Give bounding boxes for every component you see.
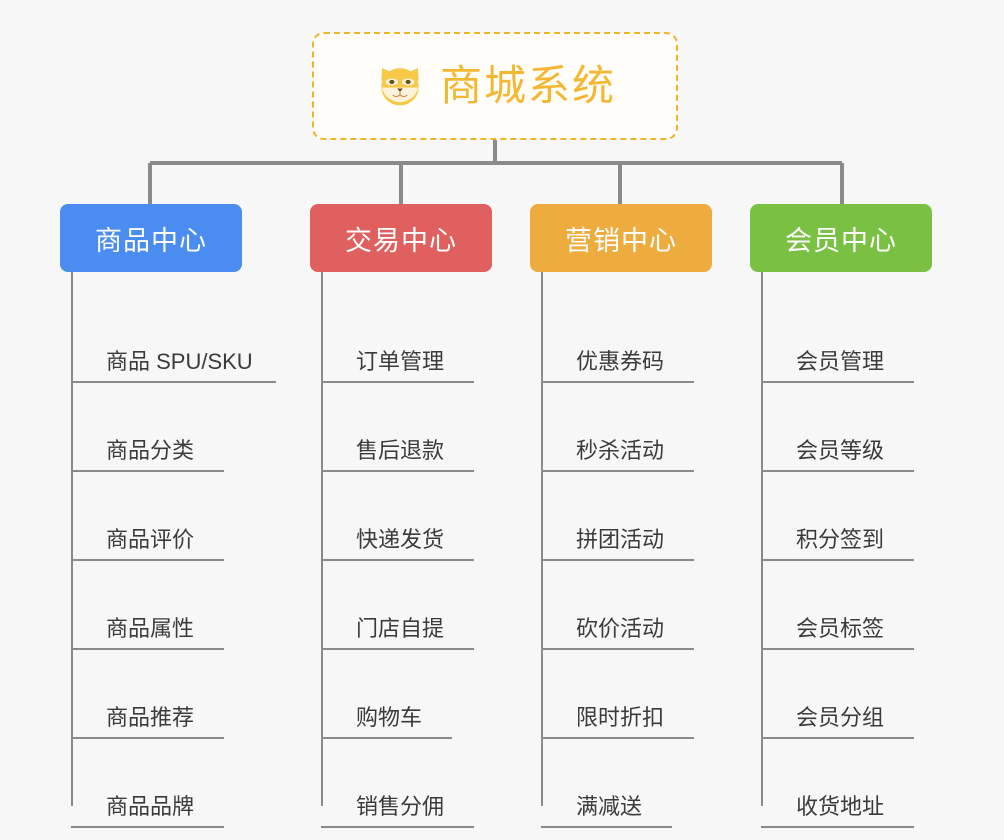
- leaf-underline: [541, 559, 694, 561]
- leaf-item[interactable]: 拼团活动: [530, 472, 745, 561]
- branch-header-label: 商品中心: [95, 225, 207, 256]
- leaf-underline: [71, 737, 224, 739]
- leaf-underline: [71, 559, 224, 561]
- leaf-item-label: 会员标签: [796, 616, 885, 641]
- leaf-underline: [321, 381, 474, 383]
- leaf-item-label: 限时折扣: [576, 705, 665, 730]
- branch-header-product-center[interactable]: 商品中心: [60, 204, 242, 272]
- branch-header-marketing-center[interactable]: 营销中心: [530, 204, 712, 272]
- leaf-item-label: 商品推荐: [106, 705, 195, 730]
- leaf-item[interactable]: 会员等级: [750, 383, 965, 472]
- leaf-item[interactable]: 满减送: [530, 739, 745, 828]
- leaf-underline: [321, 648, 474, 650]
- leaf-underline: [761, 470, 914, 472]
- leaf-item[interactable]: 秒杀活动: [530, 383, 745, 472]
- leaf-underline: [71, 648, 224, 650]
- leaf-item[interactable]: 会员标签: [750, 561, 965, 650]
- root-node-title: 商城系统: [439, 62, 616, 109]
- leaf-spine: [761, 272, 763, 806]
- leaf-item[interactable]: 门店自提: [310, 561, 540, 650]
- leaf-item[interactable]: 商品评价: [60, 472, 290, 561]
- leaf-item-label: 满减送: [576, 794, 643, 819]
- leaf-item-label: 商品 SPU/SKU: [106, 349, 253, 374]
- leaf-item-label: 售后退款: [356, 438, 445, 463]
- branch-column-product-center: 商品中心 商品 SPU/SKU 商品分类 商品评价 商品属性 商品推荐: [60, 204, 290, 828]
- leaf-item-label: 收货地址: [796, 794, 885, 819]
- leaf-underline: [541, 826, 672, 828]
- leaf-list-product-center: 商品 SPU/SKU 商品分类 商品评价 商品属性 商品推荐 商品品牌: [60, 272, 290, 828]
- branch-header-label: 会员中心: [785, 225, 897, 256]
- leaf-spine: [541, 272, 543, 806]
- leaf-item[interactable]: 购物车: [310, 650, 540, 739]
- leaf-item[interactable]: 销售分佣: [310, 739, 540, 828]
- shiba-dog-icon: [381, 68, 419, 106]
- leaf-item-label: 商品评价: [106, 527, 195, 552]
- leaf-item[interactable]: 快递发货: [310, 472, 540, 561]
- leaf-underline: [321, 826, 474, 828]
- leaf-item[interactable]: 商品属性: [60, 561, 290, 650]
- leaf-underline: [761, 559, 914, 561]
- leaf-underline: [761, 648, 914, 650]
- leaf-underline: [761, 826, 914, 828]
- leaf-underline: [761, 381, 914, 383]
- leaf-item-label: 积分签到: [796, 527, 885, 552]
- leaf-spine: [321, 272, 323, 806]
- leaf-item-label: 优惠券码: [576, 349, 665, 374]
- leaf-item-label: 销售分佣: [356, 794, 445, 819]
- leaf-item-label: 商品分类: [106, 438, 195, 463]
- branch-column-marketing-center: 营销中心 优惠券码 秒杀活动 拼团活动 砍价活动 限时折扣: [530, 204, 745, 828]
- leaf-underline: [761, 737, 914, 739]
- leaf-item[interactable]: 会员管理: [750, 294, 965, 383]
- leaf-item[interactable]: 商品分类: [60, 383, 290, 472]
- leaf-underline: [541, 381, 694, 383]
- leaf-item[interactable]: 商品品牌: [60, 739, 290, 828]
- leaf-item-label: 砍价活动: [576, 616, 665, 641]
- leaf-underline: [71, 381, 276, 383]
- branch-header-label: 营销中心: [565, 225, 677, 256]
- leaf-underline: [321, 737, 452, 739]
- leaf-item-label: 快递发货: [356, 527, 445, 552]
- leaf-underline: [541, 470, 694, 472]
- leaf-list-member-center: 会员管理 会员等级 积分签到 会员标签 会员分组 收货地址: [750, 272, 965, 828]
- leaf-underline: [71, 470, 224, 472]
- leaf-item-label: 会员管理: [796, 349, 885, 374]
- leaf-underline: [321, 559, 474, 561]
- leaf-item-label: 秒杀活动: [576, 438, 665, 463]
- leaf-list-trade-center: 订单管理 售后退款 快递发货 门店自提 购物车 销售分佣: [310, 272, 540, 828]
- branch-header-member-center[interactable]: 会员中心: [750, 204, 932, 272]
- leaf-spine: [71, 272, 73, 806]
- leaf-item[interactable]: 砍价活动: [530, 561, 745, 650]
- leaf-item-label: 商品属性: [106, 616, 195, 641]
- leaf-item-label: 订单管理: [356, 349, 445, 374]
- leaf-item-label: 拼团活动: [576, 527, 665, 552]
- leaf-item[interactable]: 限时折扣: [530, 650, 745, 739]
- leaf-item[interactable]: 优惠券码: [530, 294, 745, 383]
- leaf-underline: [321, 470, 474, 472]
- leaf-underline: [71, 826, 224, 828]
- leaf-underline: [541, 648, 694, 650]
- leaf-item[interactable]: 会员分组: [750, 650, 965, 739]
- leaf-item[interactable]: 收货地址: [750, 739, 965, 828]
- branch-header-label: 交易中心: [345, 225, 457, 256]
- leaf-item-label: 商品品牌: [106, 794, 195, 819]
- branch-header-trade-center[interactable]: 交易中心: [310, 204, 492, 272]
- leaf-item-label: 会员等级: [796, 438, 885, 463]
- leaf-item[interactable]: 积分签到: [750, 472, 965, 561]
- leaf-item-label: 购物车: [356, 705, 423, 730]
- leaf-list-marketing-center: 优惠券码 秒杀活动 拼团活动 砍价活动 限时折扣 满减送: [530, 272, 745, 828]
- branch-column-trade-center: 交易中心 订单管理 售后退款 快递发货 门店自提 购物车: [310, 204, 540, 828]
- leaf-item[interactable]: 售后退款: [310, 383, 540, 472]
- root-node-shop-system[interactable]: 商城系统: [312, 32, 678, 140]
- leaf-item[interactable]: 订单管理: [310, 294, 540, 383]
- branch-column-member-center: 会员中心 会员管理 会员等级 积分签到 会员标签 会员分组: [750, 204, 965, 828]
- leaf-underline: [541, 737, 694, 739]
- leaf-item-label: 门店自提: [356, 616, 445, 641]
- leaf-item[interactable]: 商品推荐: [60, 650, 290, 739]
- leaf-item[interactable]: 商品 SPU/SKU: [60, 294, 290, 383]
- leaf-item-label: 会员分组: [796, 705, 885, 730]
